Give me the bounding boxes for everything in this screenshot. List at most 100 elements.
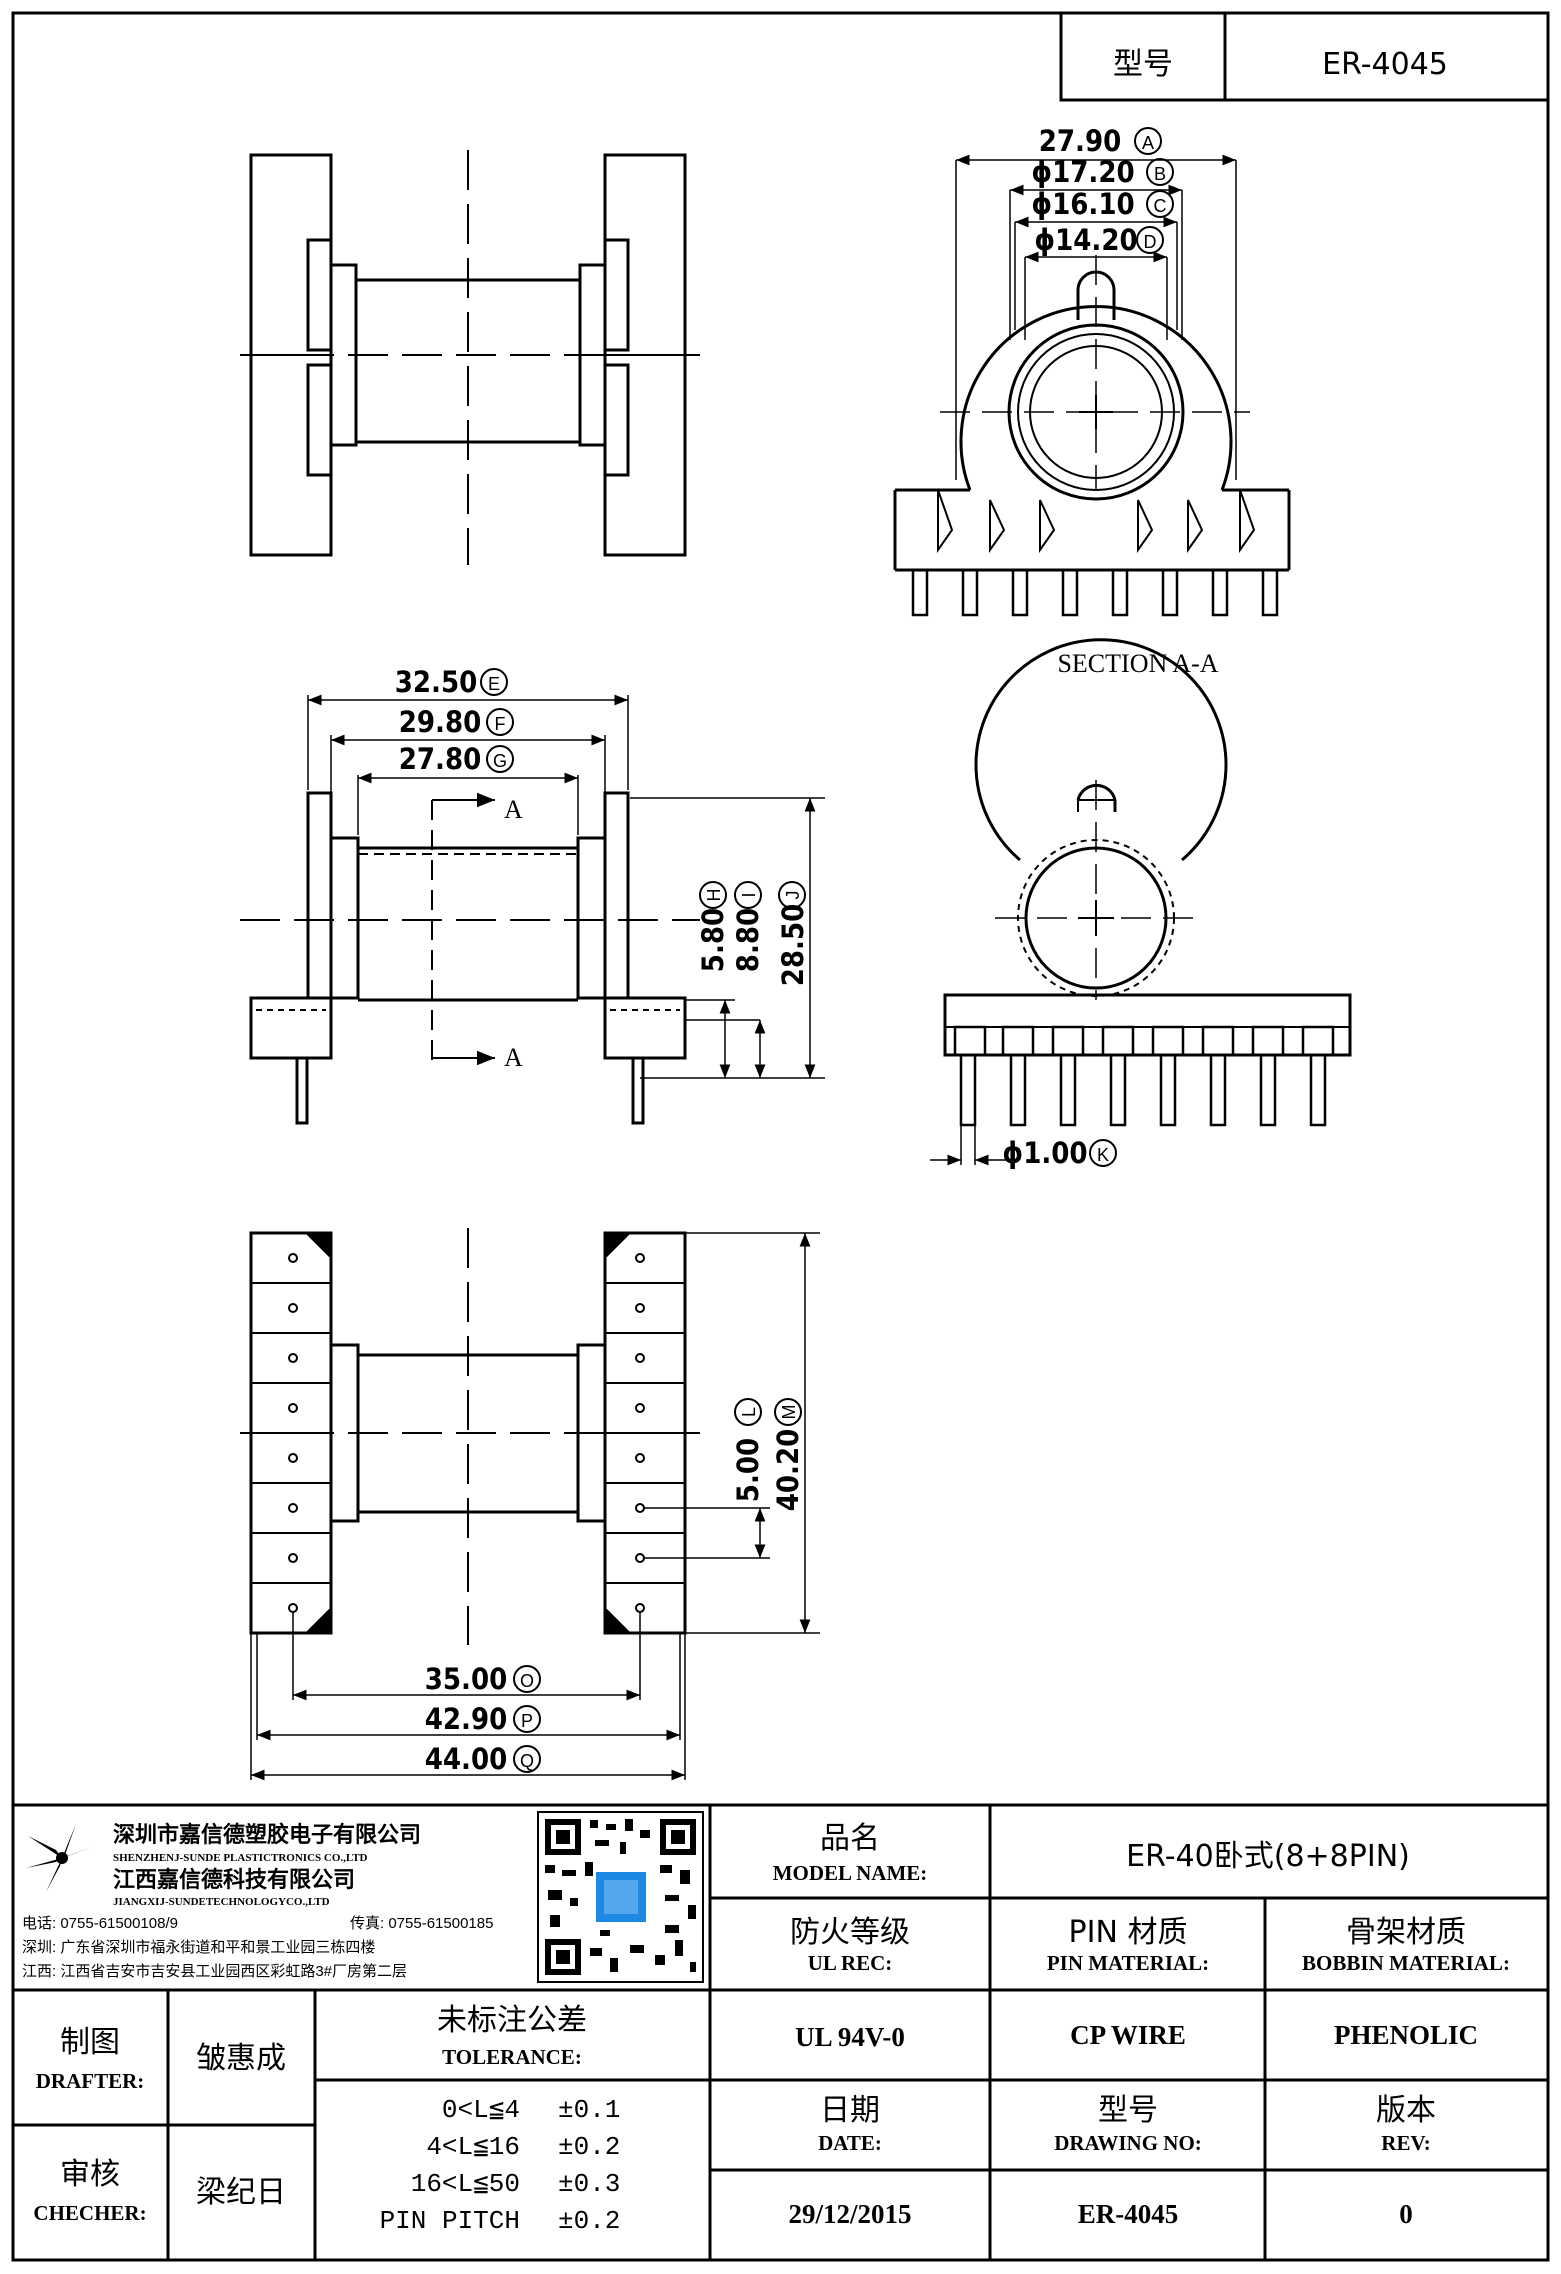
header-type-box: 型号 ER-4045 — [1059, 11, 1550, 102]
front-view — [240, 791, 700, 1125]
side-view — [943, 638, 1352, 1127]
company-fax: 传真: 0755-61500185 — [350, 1914, 493, 1932]
dim-f-marker: F — [486, 708, 514, 736]
dim-j-value: 28.50 — [776, 904, 810, 987]
checker-value: 梁纪日 — [196, 2175, 286, 2210]
rev-label-en: REV: — [1381, 2131, 1430, 2155]
tolerance-range-4: PIN PITCH — [380, 2206, 520, 2236]
section-dimension-lines — [955, 154, 1237, 480]
section-marker-top: A — [504, 795, 523, 824]
company-addr-jx: 江西: 江西省吉安市吉安县工业园西区彩虹路3#厂房第二层 — [22, 1962, 407, 1980]
section-view — [893, 255, 1291, 617]
checker-label-cn: 审核 — [60, 2157, 120, 2192]
svg-text:M: M — [779, 1405, 799, 1420]
svg-text:L: L — [739, 1407, 759, 1417]
tolerance-label-cn: 未标注公差 — [437, 2003, 587, 2038]
dim-c-marker: C — [1146, 190, 1174, 218]
svg-text:P: P — [521, 1711, 533, 1731]
tolerance-range-2: 4<L≦16 — [426, 2132, 520, 2162]
tolerance-range-3: 16<L≦50 — [411, 2169, 520, 2199]
tolerance-value-1: ±0.1 — [558, 2095, 620, 2125]
ul-value: UL 94V-0 — [795, 2022, 905, 2052]
tolerance-label-en: TOLERANCE: — [442, 2045, 582, 2069]
dim-k-value: ϕ1.00 — [1002, 1136, 1087, 1170]
drawing-no-label-cn: 型号 — [1098, 2093, 1158, 2128]
section-marker-bottom: A — [504, 1043, 523, 1072]
dim-g-value: 27.80 — [399, 742, 482, 776]
svg-text:C: C — [1154, 196, 1167, 216]
tolerance-value-3: ±0.3 — [558, 2169, 620, 2199]
dim-a-value: 27.90 — [1039, 124, 1122, 158]
bottom-dimension-lines — [250, 1232, 820, 1781]
dim-p-value: 42.90 — [425, 1702, 508, 1736]
pin-diameter-dimension — [930, 1125, 1010, 1166]
bottom-view — [240, 1228, 700, 1645]
drafter-label-en: DRAFTER: — [36, 2069, 145, 2093]
dim-q-value: 44.00 — [425, 1742, 508, 1776]
tolerance-value-4: ±0.2 — [558, 2206, 620, 2236]
pin-material-label-en: PIN MATERIAL: — [1047, 1951, 1209, 1975]
dim-m-marker: M — [774, 1398, 802, 1426]
dim-q-marker: Q — [513, 1745, 541, 1773]
dim-o-value: 35.00 — [425, 1662, 508, 1696]
dim-p-marker: P — [513, 1705, 541, 1733]
top-view — [240, 150, 700, 565]
drafter-value: 皱惠成 — [196, 2041, 286, 2076]
qr-code — [537, 1811, 704, 1983]
tolerance-value-2: ±0.2 — [558, 2132, 620, 2162]
dim-a-marker: A — [1134, 127, 1162, 155]
bobbin-material-value: PHENOLIC — [1334, 2020, 1478, 2050]
dim-g-marker: G — [486, 745, 514, 773]
drawing-no-label-en: DRAWING NO: — [1054, 2131, 1202, 2155]
section-label: SECTION A-A — [1057, 649, 1218, 678]
drawing-no-value: ER-4045 — [1078, 2199, 1179, 2229]
bobbin-material-label-en: BOBBIN MATERIAL: — [1302, 1951, 1510, 1975]
dimension-texts: 27.90 A ϕ17.20 B ϕ16.10 C ϕ14.20 D 32.50… — [395, 124, 1174, 1776]
svg-text:Q: Q — [520, 1751, 534, 1771]
dim-l-marker: L — [734, 1398, 762, 1426]
company-phone: 电话: 0755-61500108/9 — [22, 1915, 178, 1932]
pin-material-value: CP WIRE — [1070, 2020, 1186, 2050]
dim-e-value: 32.50 — [395, 665, 478, 699]
rev-value: 0 — [1399, 2199, 1413, 2229]
company2-name-en: JIANGXIJ-SUNDETECHNOLOGYCO.,LTD — [113, 1896, 330, 1908]
model-name-label-en: MODEL NAME: — [773, 1861, 928, 1885]
dim-c-value: ϕ16.10 — [1031, 187, 1134, 221]
company2-name-cn: 江西嘉信德科技有限公司 — [113, 1867, 355, 1892]
company-name-cn: 深圳市嘉信德塑胶电子有限公司 — [113, 1822, 421, 1847]
svg-text:A: A — [1142, 133, 1154, 153]
date-label-en: DATE: — [818, 2131, 882, 2155]
checker-label-en: CHECHER: — [33, 2201, 146, 2225]
dim-j-marker: J — [778, 881, 806, 909]
dim-i-marker: I — [734, 881, 762, 909]
header-type-label: 型号 — [1113, 47, 1173, 82]
svg-text:O: O — [520, 1671, 534, 1691]
company-logo — [26, 1824, 94, 1892]
title-block-text: 品名 MODEL NAME: ER-40卧式(8+8PIN) 防火等级 UL R… — [33, 1821, 1510, 2236]
title-block — [13, 1803, 1548, 2260]
front-dimension-lines — [307, 694, 825, 1079]
dim-b-marker: B — [1146, 158, 1174, 186]
section-markers: A A — [432, 792, 523, 1072]
svg-text:E: E — [488, 674, 500, 694]
drafter-label-cn: 制图 — [60, 2025, 120, 2060]
pin-material-label-cn: PIN 材质 — [1069, 1915, 1188, 1950]
model-name-label-cn: 品名 — [820, 1821, 880, 1856]
dim-k-marker: K — [1089, 1139, 1117, 1167]
ul-label-en: UL REC: — [808, 1951, 893, 1975]
dim-f-value: 29.80 — [399, 705, 482, 739]
dim-m-value: 40.20 — [771, 1429, 805, 1512]
dim-i-value: 8.80 — [731, 908, 765, 972]
dim-h-value: 5.80 — [696, 908, 730, 972]
tolerance-range-1: 0<L≦4 — [442, 2095, 520, 2125]
model-name-value: ER-40卧式(8+8PIN) — [1126, 1839, 1410, 1874]
svg-text:H: H — [704, 889, 724, 902]
svg-text:K: K — [1097, 1145, 1109, 1165]
dim-d-value: ϕ14.20 — [1034, 223, 1137, 257]
dim-l-value: 5.00 — [731, 1438, 765, 1502]
dim-h-marker: H — [699, 881, 727, 909]
ul-label-cn: 防火等级 — [790, 1915, 910, 1950]
company-addr-sz: 深圳: 广东省深圳市福永街道和平和景工业园三栋四楼 — [22, 1938, 375, 1956]
svg-text:D: D — [1144, 232, 1157, 252]
